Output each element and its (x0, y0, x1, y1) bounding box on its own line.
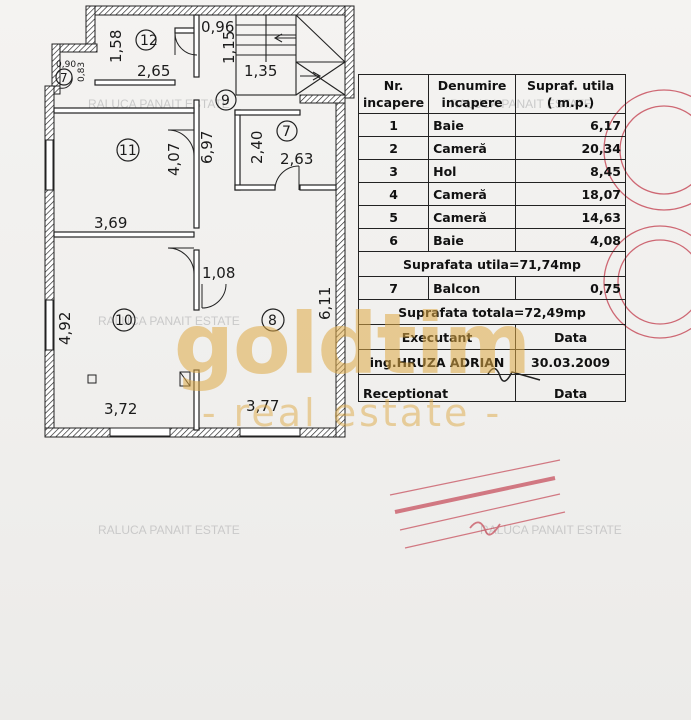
room-label-8: 8 (268, 313, 277, 329)
dimension-label: 2,65 (137, 62, 170, 80)
dimension-label: 3,69 (94, 214, 127, 232)
staircase (235, 14, 346, 96)
room-markers (55, 29, 298, 332)
header-nr: Nr.incapere (357, 74, 430, 114)
goldtim-logo-subtitle: - real estate - (201, 391, 503, 435)
table-row: 5 Cameră 14,63 (357, 205, 626, 229)
dimension-label: 1,08 (202, 264, 235, 282)
goldtim-logo: goldtim (173, 295, 531, 393)
dimension-label: 2,63 (280, 150, 313, 168)
receptionat-row: Receptionat Data (357, 374, 626, 402)
watermark-text: RALUCA PANAIT ESTATE (98, 523, 240, 537)
table-row: 2 Cameră 20,34 (357, 136, 626, 160)
dimension-label: 4,92 (56, 312, 74, 345)
total-area-row: Suprafata totala=72,49mp (358, 299, 626, 325)
dimension-label: 1,58 (107, 30, 125, 63)
header-area: Supraf. utila( m.p.) (515, 74, 626, 114)
dimension-label: 0,90 (56, 60, 76, 70)
room-label-7-balcony: 7 (60, 71, 68, 85)
fixtures (87, 371, 191, 387)
executant-header-row: Executant Data (357, 324, 626, 350)
room-label-10: 10 (115, 313, 133, 329)
table-row: 4 Cameră 18,07 (357, 182, 626, 206)
watermark-text: RALUCA PANAIT ESTATE (480, 523, 622, 537)
dimension-label: 3,77 (246, 397, 279, 415)
table-row: 1 Baie 6,17 (357, 113, 626, 137)
room-label-7: 7 (282, 124, 291, 140)
stamp-oficiu-cadastru (389, 459, 566, 549)
executant-row: ing.HRUZA ADRIAN 30.03.2009 (357, 349, 626, 375)
exterior-walls (44, 5, 355, 438)
room-label-9: 9 (221, 93, 230, 109)
table-row: 6 Baie 4,08 (357, 228, 626, 252)
interior-walls (53, 14, 337, 431)
table-row: 3 Hol 8,45 (357, 159, 626, 183)
dimension-label: 0,96 (201, 18, 234, 36)
dimension-label: 4,07 (165, 143, 183, 176)
room-label-12: 12 (140, 33, 158, 49)
room-label-11: 11 (119, 143, 137, 159)
dimension-label: 2,40 (248, 131, 266, 164)
dimension-label: 1,35 (244, 62, 277, 80)
dimension-label: 6,97 (198, 131, 216, 164)
total-usable-row: Suprafata utila=71,74mp (358, 251, 626, 277)
dimension-label: 0,83 (77, 62, 87, 82)
dimension-label: 6,11 (316, 287, 334, 320)
windows (45, 139, 301, 437)
dimension-label: 1,15 (220, 31, 238, 64)
dimension-label: 3,72 (104, 400, 137, 418)
table-row: 7 Balcon 0,75 (357, 276, 626, 300)
